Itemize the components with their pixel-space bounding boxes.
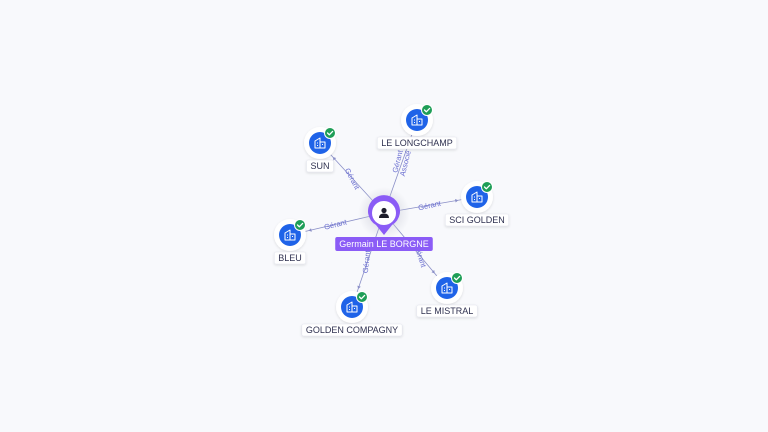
person-name: Germain LE BORGNE	[339, 239, 429, 249]
building-icon	[314, 137, 326, 149]
edge-arrow-sun	[332, 157, 337, 161]
building-icon	[284, 229, 296, 241]
company-label-le-mistral: LE MISTRAL	[416, 304, 478, 318]
center-person-label: Germain LE BORGNE	[335, 237, 433, 251]
edge-label-golden-compagny: Gérant	[361, 249, 372, 274]
company-node-golden-compagny[interactable]: GOLDEN COMPAGNY	[301, 291, 403, 337]
person-icon	[379, 207, 389, 218]
center-person-node[interactable]: Germain LE BORGNE	[335, 187, 433, 251]
edge-label-sun: Gérant	[343, 167, 362, 192]
building-icon	[441, 282, 453, 294]
company-node-le-mistral[interactable]: LE MISTRAL	[416, 272, 478, 318]
company-label-sci-golden: SCI GOLDEN	[444, 213, 510, 227]
edge-label-sci-golden: Gérant	[417, 199, 442, 213]
building-icon	[411, 114, 423, 126]
company-label-bleu: BLEU	[273, 251, 307, 265]
edge-arrow-sci-golden	[455, 198, 459, 203]
edge-arrow-bleu	[308, 228, 312, 232]
company-node-sun[interactable]: SUN	[304, 127, 336, 173]
company-name: LE MISTRAL	[421, 306, 474, 316]
edge-arrow-le-mistral	[431, 269, 435, 274]
verified-check-icon	[294, 219, 306, 231]
company-label-golden-compagny: GOLDEN COMPAGNY	[301, 323, 403, 337]
building-icon	[471, 191, 483, 203]
company-label-le-longchamp: LE LONGCHAMP	[376, 136, 458, 150]
verified-check-icon	[356, 291, 368, 303]
company-node-le-longchamp[interactable]: LE LONGCHAMP	[376, 104, 458, 150]
company-node-sci-golden[interactable]: SCI GOLDEN	[444, 181, 510, 227]
edge-arrow-golden-compagny	[357, 285, 361, 290]
verified-check-icon	[481, 181, 493, 193]
company-name: SUN	[310, 161, 329, 171]
building-icon	[346, 301, 358, 313]
company-node-bleu[interactable]: BLEU	[273, 219, 307, 265]
verified-check-icon	[421, 104, 433, 116]
company-name: BLEU	[278, 253, 302, 263]
company-name: SCI GOLDEN	[449, 215, 505, 225]
verified-check-icon	[324, 127, 336, 139]
company-label-sun: SUN	[306, 159, 334, 173]
company-name: LE LONGCHAMP	[381, 138, 453, 148]
edge-label-bleu: Gérant	[323, 217, 348, 232]
company-name: GOLDEN COMPAGNY	[306, 325, 398, 335]
verified-check-icon	[451, 272, 463, 284]
